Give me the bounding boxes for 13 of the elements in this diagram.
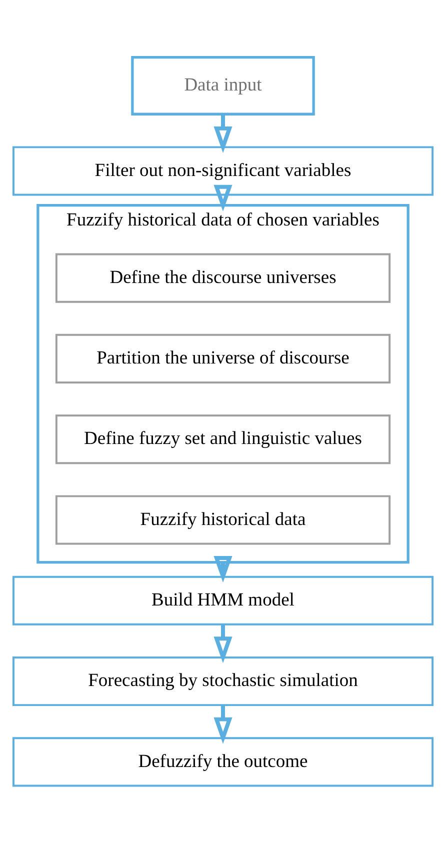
arrow <box>214 624 232 664</box>
arrow <box>214 184 232 212</box>
node-box: Data input <box>131 56 315 116</box>
node-box: Forecasting by stochastic simulation <box>12 656 434 706</box>
arrow <box>214 556 232 583</box>
node-box: Define the discourse universes <box>55 253 391 303</box>
node-box: Fuzzify historical data <box>55 495 391 545</box>
node-box: Define fuzzy set and linguistic values <box>55 414 391 464</box>
node-box: Defuzzify the outcome <box>12 737 434 787</box>
node-box: Build HMM model <box>12 576 434 626</box>
arrow <box>214 114 232 153</box>
arrow <box>214 705 232 744</box>
node-box: Partition the universe of discourse <box>55 334 391 384</box>
